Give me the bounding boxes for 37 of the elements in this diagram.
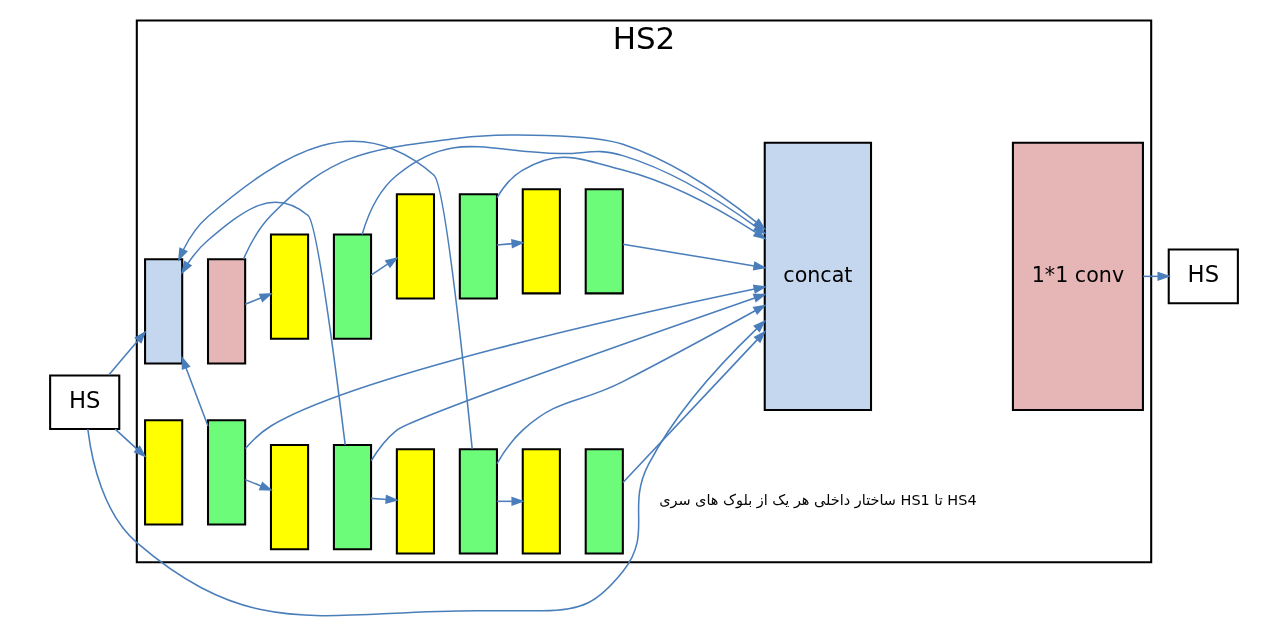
node-box [332,233,373,340]
node-box [144,258,184,365]
arrow [370,494,399,505]
node-box: HS [49,374,121,431]
node-box [584,448,624,555]
node-box [395,448,436,555]
node-box: HS [1167,248,1239,305]
node-box [458,448,498,555]
arrow [244,478,273,491]
node-box [144,419,184,526]
node-box [458,193,498,300]
node-box [207,419,247,526]
node-box [269,444,310,551]
arrow [108,330,147,376]
node-box [269,233,310,340]
arrow [622,330,767,484]
node-box [395,193,436,300]
node-box [521,188,561,295]
arrow [178,140,473,450]
node-box [207,258,247,365]
node-box [521,448,561,555]
node-box: 1*1 conv [1011,141,1144,412]
arrow [622,243,767,271]
node-box: concat [763,141,873,412]
arrow [244,284,767,450]
arrow [114,428,147,458]
arrow [181,355,209,427]
node-box [584,188,624,295]
arrow [370,256,399,276]
node-box [332,444,373,551]
arrow [496,239,525,249]
label: ساختار داخلی هر یک از بلوک های سری HS1 تا HS4 [659,492,977,509]
arrow [87,319,767,617]
arrow [181,201,346,446]
arrow [496,304,767,465]
arrow [370,293,767,462]
arrow [244,293,273,306]
